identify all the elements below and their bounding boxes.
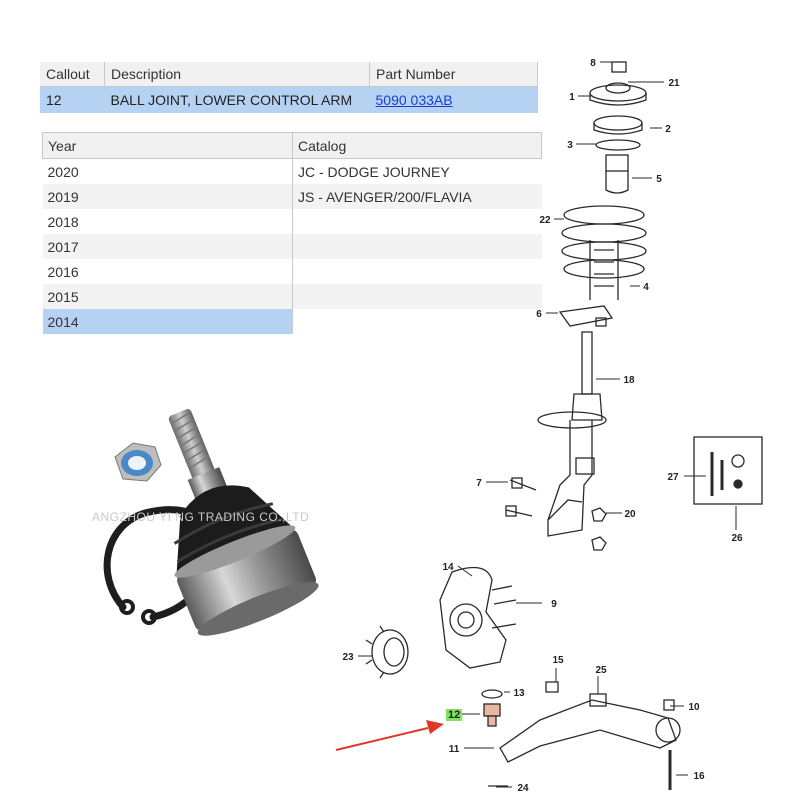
row-description: BALL JOINT, LOWER CONTROL ARM — [104, 86, 370, 113]
coil-spring-icon — [561, 205, 647, 300]
callout-20: 20 — [624, 509, 636, 520]
ball-joint-small-icon — [483, 703, 501, 727]
catalog-cell-empty — [292, 284, 542, 309]
header-catalog[interactable]: Catalog — [292, 132, 542, 159]
callout-9: 9 — [551, 599, 557, 610]
ball-joint-icon — [168, 409, 319, 636]
bolt-icon — [491, 585, 517, 629]
callout-3: 3 — [567, 140, 573, 151]
spring-seat-icon — [558, 305, 614, 327]
red-arrow-icon — [335, 720, 444, 751]
callout-16: 16 — [693, 771, 705, 782]
strut-icon — [537, 331, 607, 537]
header-callout[interactable]: Callout — [40, 62, 105, 87]
lower-control-arm-icon — [499, 693, 681, 763]
bearing-icon — [593, 115, 643, 151]
catalog-cell[interactable]: JC - DODGE JOURNEY — [292, 158, 542, 184]
table-row[interactable]: 2019 JS - AVENGER/200/FLAVIA — [42, 184, 542, 209]
jounce-bumper-icon — [605, 154, 629, 194]
callout-23: 23 — [342, 652, 354, 663]
callout-21: 21 — [668, 78, 680, 89]
catalog-cell-empty — [292, 209, 542, 234]
year-cell[interactable]: 2020 — [47, 163, 79, 180]
catalog-table-header: Year Catalog — [42, 132, 542, 159]
year-cell[interactable]: 2015 — [42, 284, 293, 309]
callout-8: 8 — [590, 58, 596, 69]
bolt-icon — [505, 479, 537, 517]
callout-12: 12 — [446, 709, 463, 721]
table-row[interactable]: 2016 — [43, 259, 542, 284]
callout-22: 22 — [539, 215, 551, 226]
callout-10: 10 — [688, 702, 700, 713]
table-row[interactable]: 2018 — [43, 209, 542, 234]
strut-mount-icon — [589, 61, 647, 106]
table-row-selected[interactable]: 2014 — [42, 309, 542, 334]
catalog-cell-empty — [292, 309, 542, 334]
callout-24: 24 — [517, 783, 529, 794]
table-row[interactable]: 2017 — [42, 234, 542, 259]
year-cell[interactable]: 2017 — [42, 234, 293, 259]
year-cell[interactable]: 2019 — [42, 184, 293, 209]
row-callout: 12 — [40, 86, 105, 113]
hardware-kit-box — [693, 436, 763, 505]
callout-5: 5 — [656, 174, 662, 185]
catalog-table: Year Catalog 2020 JC - DODGE JOURNEY 201… — [42, 132, 542, 334]
year-cell-selected[interactable]: 2014 — [42, 309, 293, 334]
header-part-number[interactable]: Part Number — [369, 62, 538, 87]
header-description[interactable]: Description — [104, 62, 370, 87]
catalog-cell-empty — [292, 259, 542, 284]
table-row[interactable]: 2020 JC - DODGE JOURNEY — [43, 158, 542, 184]
parts-table-row[interactable]: 12 BALL JOINT, LOWER CONTROL ARM 5090 03… — [40, 86, 538, 113]
lock-nut-icon — [114, 442, 162, 482]
ball-joint-photo — [103, 409, 319, 636]
row-part-number-cell: 5090 033AB — [369, 86, 538, 113]
table-row[interactable]: 2015 — [42, 284, 542, 309]
callout-26: 26 — [731, 533, 743, 544]
header-year[interactable]: Year — [42, 132, 293, 159]
callout-13: 13 — [513, 688, 525, 699]
callout-11: 11 — [449, 744, 460, 755]
steering-knuckle-icon — [439, 566, 507, 669]
watermark: ANGZHOU YI NG TRADING CO.,LTD — [92, 510, 310, 524]
part-number-link[interactable]: 5090 033AB — [375, 92, 453, 108]
callout-14: 14 — [442, 562, 454, 573]
callout-27: 27 — [667, 472, 679, 483]
year-cell[interactable]: 2018 — [47, 213, 79, 230]
callout-4: 4 — [643, 282, 649, 293]
callout-12-highlight[interactable]: 12 — [446, 707, 463, 722]
callout-2: 2 — [665, 124, 671, 135]
seal-icon — [481, 689, 503, 699]
parts-table-header: Callout Description Part Number — [40, 62, 538, 87]
callout-6: 6 — [536, 309, 542, 320]
wheel-hub-icon — [365, 625, 409, 679]
callout-25: 25 — [595, 665, 607, 676]
catalog-cell[interactable]: JS - AVENGER/200/FLAVIA — [292, 184, 542, 209]
catalog-cell-empty — [292, 234, 542, 259]
parts-table: Callout Description Part Number 12 BALL … — [40, 62, 538, 113]
callout-1: 1 — [569, 92, 575, 103]
callout-15: 15 — [552, 655, 564, 666]
year-cell[interactable]: 2016 — [47, 263, 79, 280]
callout-18: 18 — [623, 375, 635, 386]
callout-7: 7 — [476, 478, 482, 489]
